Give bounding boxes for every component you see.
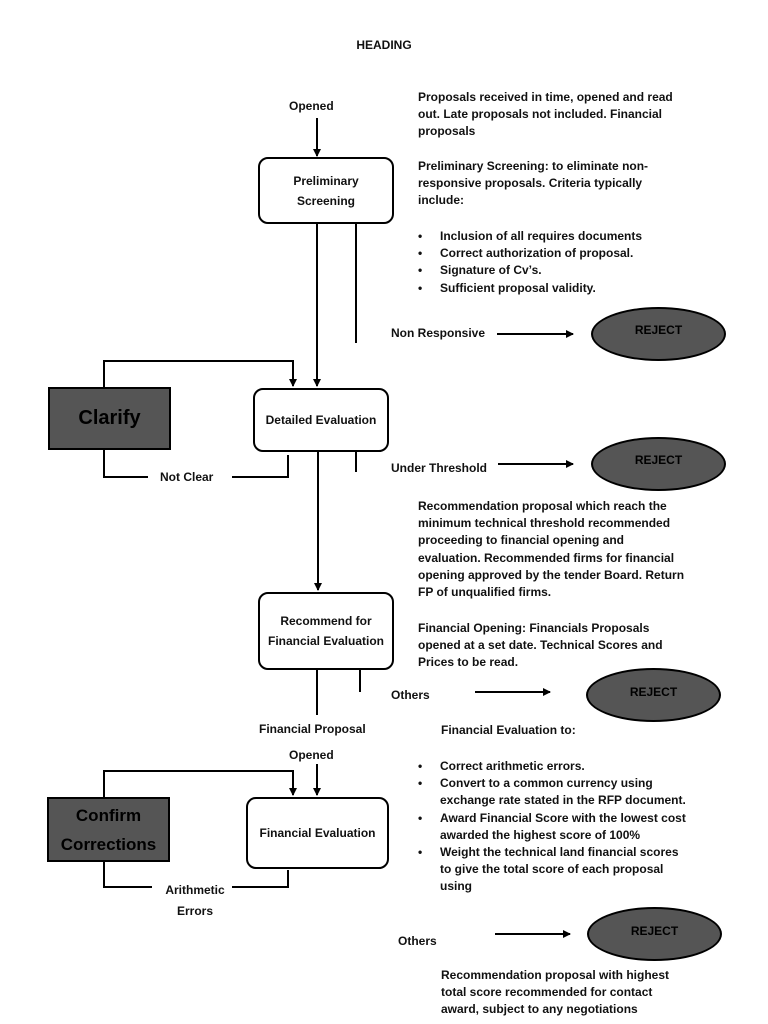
reject-node-4: REJECT: [587, 907, 722, 961]
not-clear-label: Not Clear: [160, 470, 214, 484]
under-threshold-label: Under Threshold: [391, 461, 488, 475]
reject-label-4: REJECT: [630, 924, 679, 938]
confirm-corrections-label: Confirm Corrections: [60, 805, 157, 854]
financial-eval-list: Correct arithmetic errors. Convert to a …: [418, 758, 688, 896]
note-proposals-received: Proposals received in time, opened and r…: [418, 90, 673, 139]
page-heading: HEADING: [356, 38, 412, 52]
detailed-evaluation-label: Detailed Evaluation: [265, 413, 377, 427]
recommend-financial-box: Recommend for Financial Evaluation: [258, 592, 394, 670]
financial-eval-item: Correct arithmetic errors.: [418, 758, 688, 775]
financial-proposal-label: Financial Proposal: [259, 722, 366, 736]
reject-node-2: REJECT: [591, 437, 726, 491]
opened-label-2: Opened: [289, 748, 334, 762]
financial-eval-item: Convert to a common currency using excha…: [418, 775, 688, 809]
clarify-box: Clarify: [48, 387, 171, 450]
preliminary-criterion: Signature of Cv’s.: [418, 262, 678, 279]
financial-eval-item: Award Financial Score with the lowest co…: [418, 810, 688, 844]
financial-evaluation-label: Financial Evaluation: [259, 826, 376, 840]
note-financial-opening: Financial Opening: Financials Proposals …: [418, 621, 663, 670]
others-label-2: Others: [398, 934, 437, 948]
reject-label-3: REJECT: [629, 685, 678, 699]
preliminary-criteria-list: Inclusion of all requires documents Corr…: [418, 228, 678, 297]
reject-node-1: REJECT: [591, 307, 726, 361]
opened-label: Opened: [289, 99, 334, 113]
financial-evaluation-box: Financial Evaluation: [246, 797, 389, 869]
recommend-financial-label: Recommend for Financial Evaluation: [267, 614, 385, 648]
note-recommendation-threshold: Recommendation proposal which reach the …: [418, 499, 685, 600]
clarify-label: Clarify: [78, 407, 141, 429]
reject-label-1: REJECT: [634, 323, 683, 337]
arithmetic-errors-label: Arithmetic Errors: [165, 883, 225, 918]
others-label-1: Others: [391, 688, 430, 702]
non-responsive-label: Non Responsive: [391, 326, 486, 340]
reject-label-2: REJECT: [634, 453, 683, 467]
preliminary-criterion: Sufficient proposal validity.: [418, 280, 678, 297]
preliminary-screening-box: Preliminary Screening: [258, 157, 394, 224]
financial-eval-item: Weight the technical land financial scor…: [418, 844, 688, 896]
financial-eval-title: Financial Evaluation to:: [441, 723, 576, 737]
preliminary-screening-label: Preliminary Screening: [293, 173, 359, 208]
preliminary-criterion: Inclusion of all requires documents: [418, 228, 678, 245]
note-final-recommendation: Recommendation proposal with highest tot…: [441, 968, 670, 1017]
note-preliminary-intro: Preliminary Screening: to eliminate non-…: [418, 159, 649, 208]
preliminary-criterion: Correct authorization of proposal.: [418, 245, 678, 262]
reject-node-3: REJECT: [586, 668, 721, 722]
confirm-corrections-box: Confirm Corrections: [47, 797, 170, 862]
detailed-evaluation-box: Detailed Evaluation: [253, 388, 389, 452]
